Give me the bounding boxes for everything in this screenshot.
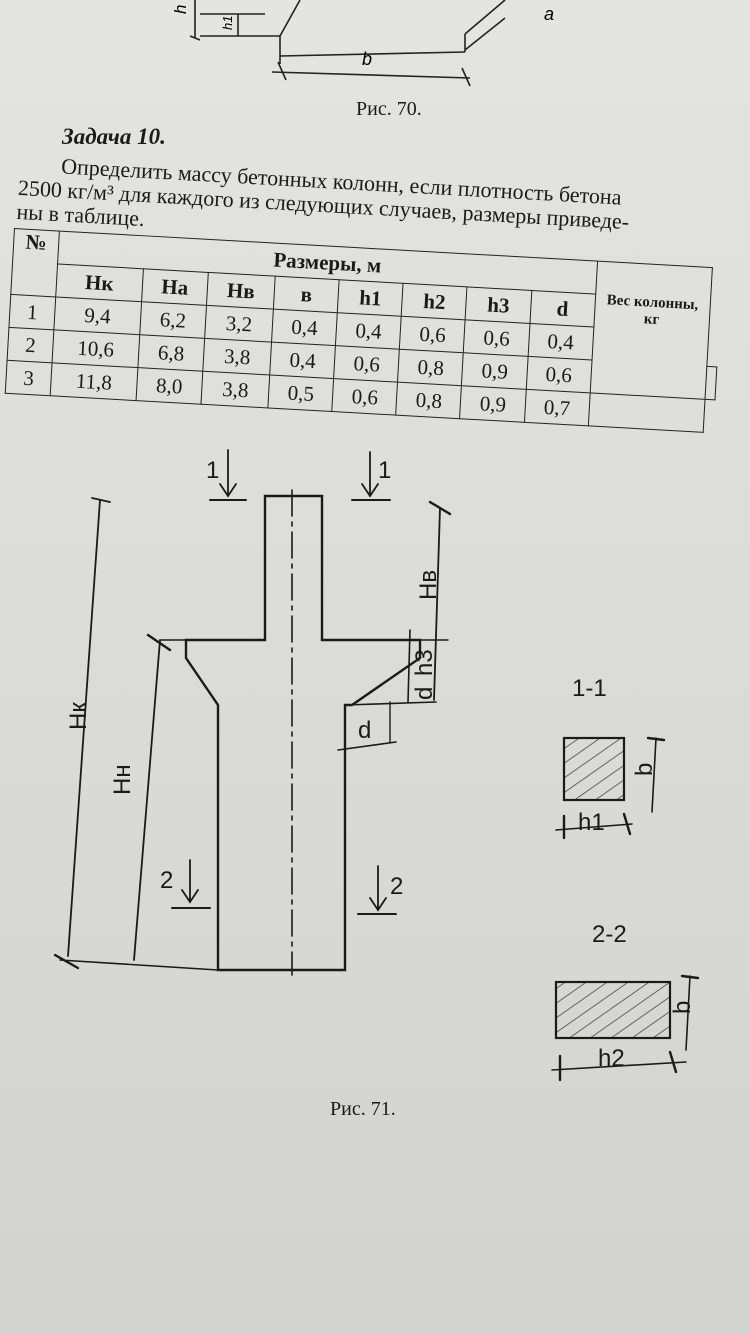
label-h3: h3 <box>411 649 438 676</box>
col-header: h2 <box>401 283 468 320</box>
table-cell: 0,4 <box>269 342 336 379</box>
table-cell: 3,8 <box>202 338 272 376</box>
fig70-label-h: h <box>171 5 190 14</box>
figure-70: h h1 a b <box>171 0 554 87</box>
table-cell: 0,9 <box>461 352 528 390</box>
table-cell: 0,6 <box>399 316 466 353</box>
table-cell: 6,2 <box>139 301 207 339</box>
table-cell: 2 <box>7 327 54 363</box>
table-cell: 8,0 <box>135 367 203 405</box>
section-mark-2-right: 2 <box>390 873 403 900</box>
table-cell: 0,4 <box>271 309 338 346</box>
table-cell: 0,5 <box>267 375 334 412</box>
section-1-title: 1-1 <box>572 675 607 702</box>
table-cell: 11,8 <box>50 362 138 401</box>
col-header: Нв <box>206 272 276 310</box>
section-2-2-rect <box>554 980 672 1040</box>
table-cell: 0,6 <box>331 378 398 416</box>
section-1-b: b <box>631 763 658 776</box>
table-cell: 9,4 <box>53 296 142 335</box>
table-cell: 0,9 <box>460 385 526 423</box>
table-cell: 6,8 <box>137 334 205 372</box>
fig71-caption: Рис. 71. <box>330 1098 396 1120</box>
weight-header: Вес колонны, кг <box>589 261 713 400</box>
section-2-h2: h2 <box>598 1045 625 1072</box>
label-hv: Нв <box>415 570 442 600</box>
table-cell: 0,7 <box>524 389 590 426</box>
col-num-header: № <box>10 228 60 297</box>
table-cell: 1 <box>8 294 56 330</box>
col-header: d <box>529 290 596 328</box>
col-header: На <box>141 268 209 306</box>
table-cell: 0,4 <box>527 323 594 360</box>
label-d-vertical: d <box>411 687 438 700</box>
fig70-label-h1: h1 <box>220 16 235 30</box>
col-header: h1 <box>337 279 404 317</box>
fig70-label-b: b <box>362 49 372 69</box>
col-header: h3 <box>465 286 532 324</box>
fig70-label-a: a <box>544 4 554 24</box>
table-cell: 0,6 <box>333 345 400 383</box>
table-cell: 0,6 <box>463 319 530 357</box>
table-cell: 0,8 <box>397 349 464 386</box>
table-cell: 3 <box>5 360 53 396</box>
dimensions-table: № Размеры, м Вес колонны, кг Нк На Нв в … <box>5 228 723 433</box>
section-2-b: b <box>669 1001 696 1014</box>
label-d: d <box>358 717 371 744</box>
figure-71: 1 1 2 2 Нк Нн Нв h3 d d 1-1 h1 b 2-2 h2 … <box>53 449 700 1082</box>
label-hk: Нк <box>65 702 92 730</box>
table-cell: 0,4 <box>335 312 402 350</box>
section-mark-2-left: 2 <box>160 867 173 894</box>
section-mark-1-left: 1 <box>206 457 219 484</box>
section-2-title: 2-2 <box>592 921 627 948</box>
table-cell: 3,2 <box>204 305 274 343</box>
weight-cell <box>704 366 717 400</box>
table-cell: 0,8 <box>395 382 462 419</box>
section-1-1-rect <box>562 736 626 802</box>
section-1-h1: h1 <box>578 809 605 836</box>
column-outline <box>184 494 422 972</box>
table-cell: 10,6 <box>52 329 140 368</box>
col-header: Нк <box>55 263 144 302</box>
col-header: в <box>273 276 340 313</box>
weight-cell <box>588 392 705 433</box>
table-cell: 0,6 <box>525 356 592 393</box>
table-cell: 3,8 <box>200 371 270 408</box>
label-hn: Нн <box>109 764 136 795</box>
fig70-caption: Рис. 70. <box>356 98 422 120</box>
section-mark-1-right: 1 <box>378 457 391 484</box>
task-title: Задача 10. <box>62 124 166 149</box>
